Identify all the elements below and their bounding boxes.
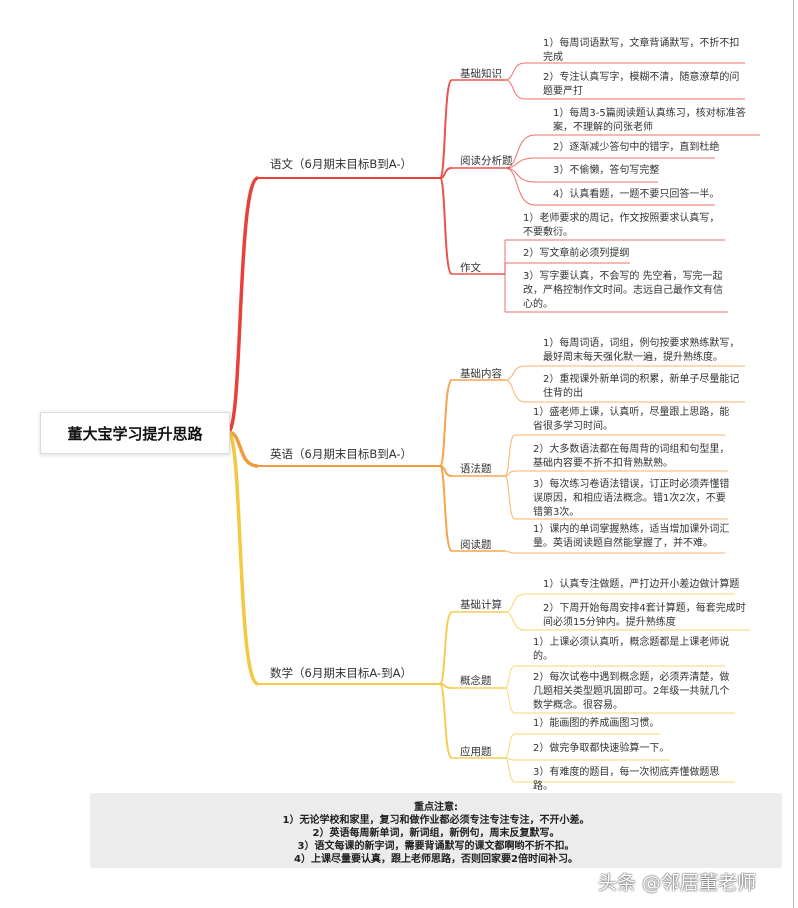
branch-connector	[226, 176, 259, 434]
leaf-node[interactable]: 3）写字要认真，不会写的 先空着，写完一起改，严格控制作文时间。志远自己最作文有…	[523, 271, 723, 310]
notes-line: 3）语文每课的新字词，需要背诵默写的课文都啊哟不折不扣。	[297, 841, 575, 852]
leaf-node[interactable]: 3）有难度的题目，每一次彻底弄懂做题思路。	[533, 767, 720, 792]
leaf-connector	[504, 379, 526, 403]
branch-math[interactable]: 数学（6月期末目标A-到A）	[270, 666, 412, 680]
watermark: 头条 @邻居董老师	[598, 872, 757, 894]
leaf-connector	[504, 79, 526, 100]
leaf-node[interactable]: 2）下周开始每周安排4套计算题，每套完成时间必须15分钟内。提升熟练度	[543, 603, 746, 628]
leaf-connector	[504, 665, 516, 689]
branch-chinese[interactable]: 语文（6月期末目标B到A-）	[270, 157, 412, 171]
root-node[interactable]: 董大宝学习提升思路	[40, 412, 230, 454]
leaf-connector	[504, 550, 516, 554]
branch-english[interactable]: 英语（6月期末目标B到A-）	[270, 447, 412, 461]
leaf-node[interactable]: 2）逐渐减少答句中的错字，直到杜绝	[553, 142, 720, 153]
canvas-border	[793, 0, 794, 908]
leaf-connector	[504, 611, 526, 631]
leaf-node[interactable]: 2）专注认真写字，模糊不清，随意潦草的问题要严打	[543, 72, 740, 97]
topic-connector	[439, 79, 453, 179]
notes-line: 1）无论学校和家里，复习和做作业都必须专注专注专注，不开小差。	[282, 815, 590, 826]
leaf-connector	[504, 687, 516, 714]
leaf-node[interactable]: 2）每次试卷中遇到概念题，必须弄清楚，做几题相关类型题巩固即可。2年级一共就几个…	[533, 672, 730, 711]
topic-connector	[439, 379, 453, 467]
leaf-node[interactable]: 1）认真专注做题，严打边开小差边做计算题	[543, 579, 740, 590]
topic-node[interactable]: 应用题	[460, 746, 492, 758]
leaf-connector	[504, 434, 516, 477]
topic-node[interactable]: 概念题	[460, 675, 492, 687]
topic-node[interactable]: 阅读分析题	[460, 155, 513, 167]
leaf-node[interactable]: 1）每周词语，词组，例句按要求熟练默写，最好周末每天强化默一遍，提升熟练度。	[543, 338, 740, 363]
leaf-connector	[504, 62, 526, 81]
leaf-node[interactable]: 1）老师要求的周记，作文按照要求认真写，不要敷衍。	[523, 213, 720, 238]
leaf-connector	[504, 365, 526, 381]
leaf-node[interactable]: 3）不偷懒，答句写完整	[553, 165, 660, 176]
topic-node[interactable]: 基础内容	[460, 368, 502, 380]
leaf-node[interactable]: 4）认真看题，一题不要只回答一半。	[553, 189, 720, 200]
branch-connector	[226, 430, 259, 686]
topic-connector	[439, 611, 453, 685]
leaf-connector	[504, 167, 536, 206]
leaf-node[interactable]: 2）做完争取都快速验算一下。	[533, 743, 670, 754]
leaf-node[interactable]: 2）重视课外新单词的积累，新单子尽量能记住背的出	[543, 374, 740, 399]
topic-connector	[439, 167, 453, 179]
leaf-connector	[504, 593, 526, 613]
topic-node[interactable]: 作文	[460, 262, 481, 274]
notes-title: 重点注意:	[414, 802, 458, 813]
leaf-connector	[504, 757, 516, 783]
leaf-connector	[504, 470, 516, 477]
topic-node[interactable]: 基础计算	[460, 599, 502, 611]
topic-connector	[439, 177, 453, 275]
leaf-node[interactable]: 1）每周词语默写，文章背诵默写，不折不扣完成	[543, 38, 740, 63]
leaf-node[interactable]: 2）写文章前必须列提纲	[523, 248, 630, 259]
leaf-connector	[504, 157, 536, 169]
leaf-connector	[504, 134, 536, 169]
topic-node[interactable]: 语法题	[460, 463, 492, 475]
leaf-node[interactable]: 1）课内的单词掌握熟练，适当增加课外词汇量。英语阅读题自然能掌握了，并不难。	[533, 524, 730, 549]
leaf-node[interactable]: 1）上课必须认真听，概念题都是上课老师说的。	[533, 637, 730, 662]
leaf-node[interactable]: 1）盛老师上课，认真听，尽量跟上思路，能省很多学习时间。	[533, 407, 730, 432]
leaf-connector	[504, 167, 536, 183]
leaf-node[interactable]: 2）大多数语法都在每周背的词组和句型里，基础内容要不折不扣背熟默熟。	[533, 444, 730, 469]
root-title: 董大宝学习提升思路	[67, 424, 203, 443]
notes-line: 2）英语每周新单词，新词组，新例句，周末反复默写。	[312, 828, 560, 839]
leaf-connector	[504, 475, 516, 520]
leaf-node[interactable]: 3）每次练习卷语法错误，订正时必须弄懂错误原因，和相应语法概念。错1次2次，不要…	[533, 479, 730, 518]
topic-node[interactable]: 基础知识	[460, 68, 502, 80]
topic-node[interactable]: 阅读题	[460, 539, 492, 551]
leaf-node[interactable]: 1）每周3-5篇阅读题认真练习，核对标准答案，不理解的问张老师	[553, 108, 746, 133]
topic-connector	[439, 465, 453, 552]
notes-box: 重点注意: 1）无论学校和家里，复习和做作业都必须专注专注专注，不开小差。 2）…	[90, 793, 782, 868]
leaf-connector	[504, 733, 516, 759]
branch-connector	[227, 430, 259, 468]
leaf-node[interactable]: 1）能画图的养成画图习惯。	[533, 718, 660, 729]
topic-connector	[439, 683, 453, 759]
notes-line: 4）上课尽量要认真，跟上老师思路，否则回家要2倍时间补习。	[294, 854, 578, 865]
